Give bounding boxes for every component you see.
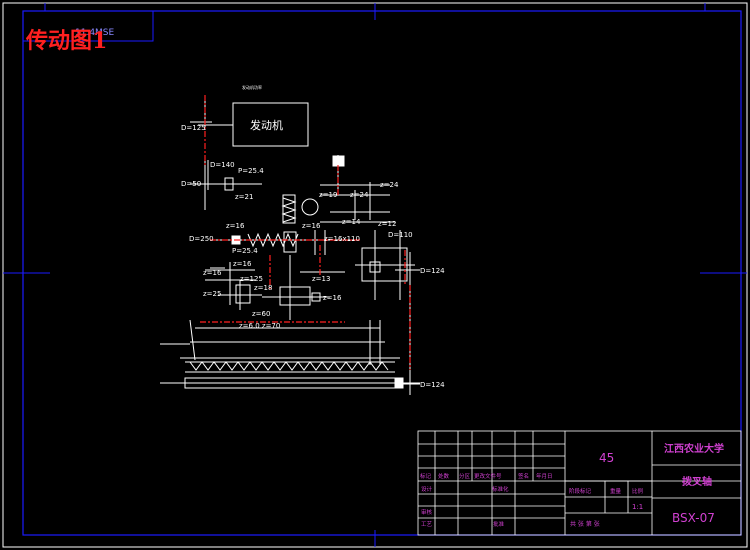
rev-header-3: 更改文件号 (474, 472, 502, 480)
label-z21: z=21 (235, 193, 253, 201)
label-z19: z=19 (319, 191, 337, 199)
label-z24: z=24 (380, 181, 399, 189)
mechanism-labels: 发动机功率 发动机 D=125 D=140 D=50 P=25.4 z=21 z… (181, 84, 445, 389)
rev-header-2: 分区 (459, 472, 471, 480)
stage-header-0: 阶段标记 (569, 487, 592, 495)
inner-frame (22, 10, 742, 536)
label-z16x110: z=16x110 (324, 235, 360, 243)
label-d124b: D=124 (420, 381, 445, 389)
label-d140: D=140 (210, 161, 235, 169)
label-z25: z=25 (203, 290, 221, 298)
label-z14: z=14 (342, 218, 361, 226)
label-d125: D=125 (181, 124, 206, 132)
stage-header-2: 比例 (632, 487, 644, 495)
row-approve: 批准 (493, 520, 505, 528)
sheet-info: 共 张 第 张 (570, 520, 600, 528)
part-name: 拨叉轴 (682, 475, 712, 488)
rev-header-5: 年月日 (536, 472, 553, 480)
title-block (417, 430, 742, 536)
row-process: 工艺 (421, 521, 433, 528)
row-standard: 标准化 (492, 485, 509, 493)
stage-header-1: 重量 (610, 487, 622, 495)
label-z16a: z=16 (226, 222, 245, 230)
label-z12: z=12 (378, 220, 396, 228)
material: 45 (599, 451, 614, 465)
label-z13: z=13 (312, 275, 330, 283)
centering-marks (3, 3, 747, 547)
row-design: 设计 (421, 485, 433, 493)
label-z16b: z=16 (302, 222, 321, 230)
centerlines (200, 95, 411, 370)
rev-header-0: 标记 (420, 472, 432, 480)
mechanism (160, 100, 420, 395)
label-top-small: 发动机功率 (242, 84, 262, 90)
scale-value: 1:1 (632, 503, 643, 511)
row-review: 审核 (421, 508, 433, 516)
overlay-title: 传动图1 (25, 28, 107, 54)
drawing-number: BSX-07 (672, 511, 715, 525)
label-z18: z=18 (254, 284, 272, 292)
label-p254a: P=25.4 (238, 167, 264, 175)
label-d124a: D=124 (420, 267, 445, 275)
label-z24b: z=24 (350, 191, 369, 199)
school-name: 江西农业大学 (664, 442, 724, 455)
label-z16d: z=16 (203, 269, 222, 277)
label-d50: D=50 (181, 180, 201, 188)
label-z16c: z=16 (233, 260, 252, 268)
label-z70: z=6.0 z=70 (239, 322, 280, 330)
label-engine: 发动机 (250, 118, 283, 132)
label-p254b: P=25.4 (232, 247, 258, 255)
label-d250: D=250 (189, 235, 214, 243)
label-z16e: z=16 (323, 294, 342, 302)
corner-code: 11.4MSE (75, 28, 115, 38)
label-d110: D=110 (388, 231, 413, 239)
rev-header-4: 签名 (518, 472, 529, 480)
label-z125: z=125 (240, 275, 263, 283)
label-z60: z=60 (252, 310, 270, 318)
rev-header-1: 处数 (438, 472, 450, 480)
corner-code-box (22, 10, 154, 42)
title-block-text: 45 江西农业大学 拨叉轴 BSX-07 1:1 共 张 第 张 标记 处数 分… (420, 442, 724, 528)
